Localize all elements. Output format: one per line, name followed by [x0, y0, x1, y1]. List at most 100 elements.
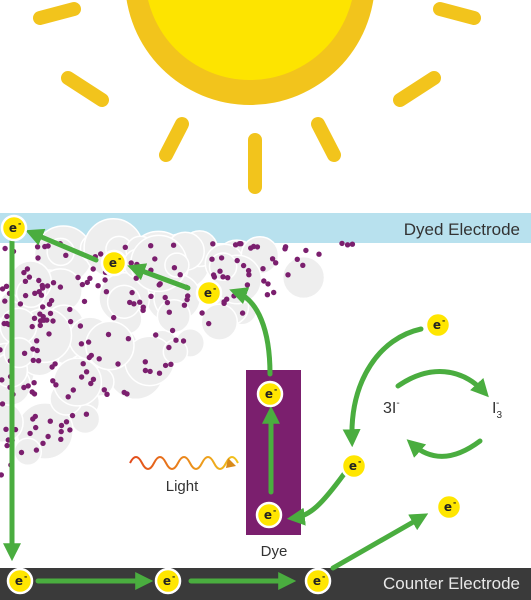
- dye-molecule-dot: [4, 313, 10, 320]
- dye-molecule-dot: [0, 347, 3, 353]
- electron-charge: -: [358, 457, 361, 466]
- dye-molecule-dot: [58, 422, 65, 429]
- dye-molecule-dot: [17, 301, 24, 307]
- dye-molecule-dot: [30, 357, 36, 363]
- dye-molecule-dot: [83, 411, 90, 417]
- dye-molecule-dot: [102, 277, 108, 283]
- dye-molecule-dot: [87, 275, 93, 281]
- dye-molecule-dot: [127, 299, 133, 306]
- dye-molecule-dot: [44, 283, 51, 289]
- dye-molecule-dot: [30, 346, 36, 352]
- light-label: Light: [166, 478, 199, 495]
- dye-molecule-dot: [25, 383, 31, 389]
- dye-molecule-dot: [180, 338, 187, 344]
- dye-molecule-dot: [104, 391, 110, 397]
- dye-molecule-dot: [58, 428, 64, 435]
- dye-molecule-dot: [166, 309, 172, 315]
- electron-icon: e-: [195, 279, 223, 307]
- dye-molecule-dot: [217, 268, 223, 274]
- dye-molecule-dot: [285, 272, 291, 278]
- dye-molecule-dot: [273, 260, 279, 266]
- dye-molecule-dot: [218, 255, 225, 261]
- dye-molecule-dot: [115, 361, 121, 367]
- electron-charge: -: [213, 284, 216, 293]
- dye-molecule-dot: [224, 296, 230, 302]
- dye-molecule-dot: [3, 426, 9, 432]
- electron-label: e: [265, 387, 273, 401]
- dye-molecule-dot: [225, 275, 231, 281]
- dye-molecule-dot: [142, 359, 148, 365]
- dye-molecule-dot: [148, 293, 154, 299]
- arrow-icon: [127, 263, 191, 291]
- dye-molecule-dot: [45, 433, 51, 440]
- semiconductor-particle: [208, 252, 238, 281]
- dye-molecule-dot: [29, 389, 35, 395]
- dye-molecule-dot: [240, 262, 247, 269]
- dye-molecule-dot: [0, 377, 5, 383]
- dye-molecule-dot: [209, 256, 215, 262]
- iodide-label: 3I-: [383, 398, 400, 417]
- dye-molecule-dot: [21, 384, 27, 391]
- electron-label: e: [433, 318, 441, 332]
- dye-molecule-dot: [38, 292, 45, 298]
- dye-molecule-dot: [48, 297, 55, 304]
- dye-molecule-dot: [349, 241, 356, 247]
- dye-molecule-dot: [282, 244, 289, 250]
- dye-molecule-dot: [245, 267, 252, 274]
- dye-molecule-dot: [35, 358, 42, 364]
- dye-molecule-dot: [210, 272, 217, 278]
- dye-molecule-dot: [85, 339, 92, 345]
- dye-molecule-dot: [4, 442, 10, 449]
- dye-molecule-dot: [86, 354, 93, 361]
- dye-molecule-dot: [221, 300, 227, 306]
- dye-molecule-dot: [164, 299, 171, 306]
- dye-molecule-dot: [46, 331, 52, 337]
- electron-charge: -: [274, 385, 277, 394]
- electron-label: e: [15, 574, 23, 588]
- dye-molecule-dot: [78, 341, 85, 347]
- dye-molecule-dot: [80, 361, 86, 367]
- dye-molecule-dot: [75, 274, 81, 281]
- dye-molecule-dot: [69, 412, 76, 419]
- electron-charge: -: [118, 254, 121, 263]
- dye-molecule-dot: [29, 323, 35, 330]
- semiconductor-particle: [52, 357, 103, 407]
- dye-molecule-dot: [40, 304, 46, 310]
- dyed-electrode-label: Dyed Electrode: [404, 220, 520, 239]
- dye-molecule-dot: [26, 274, 33, 280]
- dye-molecule-dot: [0, 472, 4, 478]
- dye-molecule-dot: [162, 362, 169, 369]
- electron-label: e: [163, 574, 171, 588]
- dye-molecule-dot: [78, 374, 85, 380]
- dye-molecule-dot: [101, 387, 108, 393]
- dye-molecule-dot: [248, 245, 254, 251]
- dye-molecule-dot: [95, 283, 101, 289]
- dye-molecule-dot: [148, 243, 154, 249]
- dye-molecule-dot: [36, 277, 42, 284]
- dye-molecule-dot: [111, 314, 117, 321]
- dye-molecule-dot: [31, 315, 38, 321]
- dye-molecule-dot: [90, 266, 96, 272]
- dye-molecule-dot: [265, 281, 271, 287]
- dye-molecule-dot: [27, 430, 33, 437]
- dye-molecule-dot: [105, 331, 112, 338]
- dye-molecule-dot: [81, 298, 88, 305]
- dye-molecule-dot: [0, 401, 6, 407]
- dye-molecule-dot: [3, 283, 10, 289]
- dye-molecule-dot: [199, 310, 205, 316]
- triiodide-label: I3-: [492, 398, 502, 421]
- electron-icon: e-: [255, 501, 283, 529]
- arrow-icon: [229, 287, 273, 377]
- dye-molecule-dot: [147, 368, 153, 375]
- semiconductor-particle: [200, 303, 239, 341]
- dye-molecule-dot: [168, 361, 174, 367]
- semiconductor-particle: [281, 255, 326, 300]
- dye-molecule-dot: [137, 299, 143, 305]
- electron-icon: e-: [0, 214, 28, 242]
- dye-molecule-dot: [234, 257, 240, 264]
- arrow-icon: [25, 228, 99, 263]
- dye-molecule-dot: [32, 290, 38, 296]
- electron-icon: e-: [154, 567, 182, 595]
- dye-molecule-dot: [206, 320, 212, 327]
- dye-molecule-dot: [37, 322, 43, 329]
